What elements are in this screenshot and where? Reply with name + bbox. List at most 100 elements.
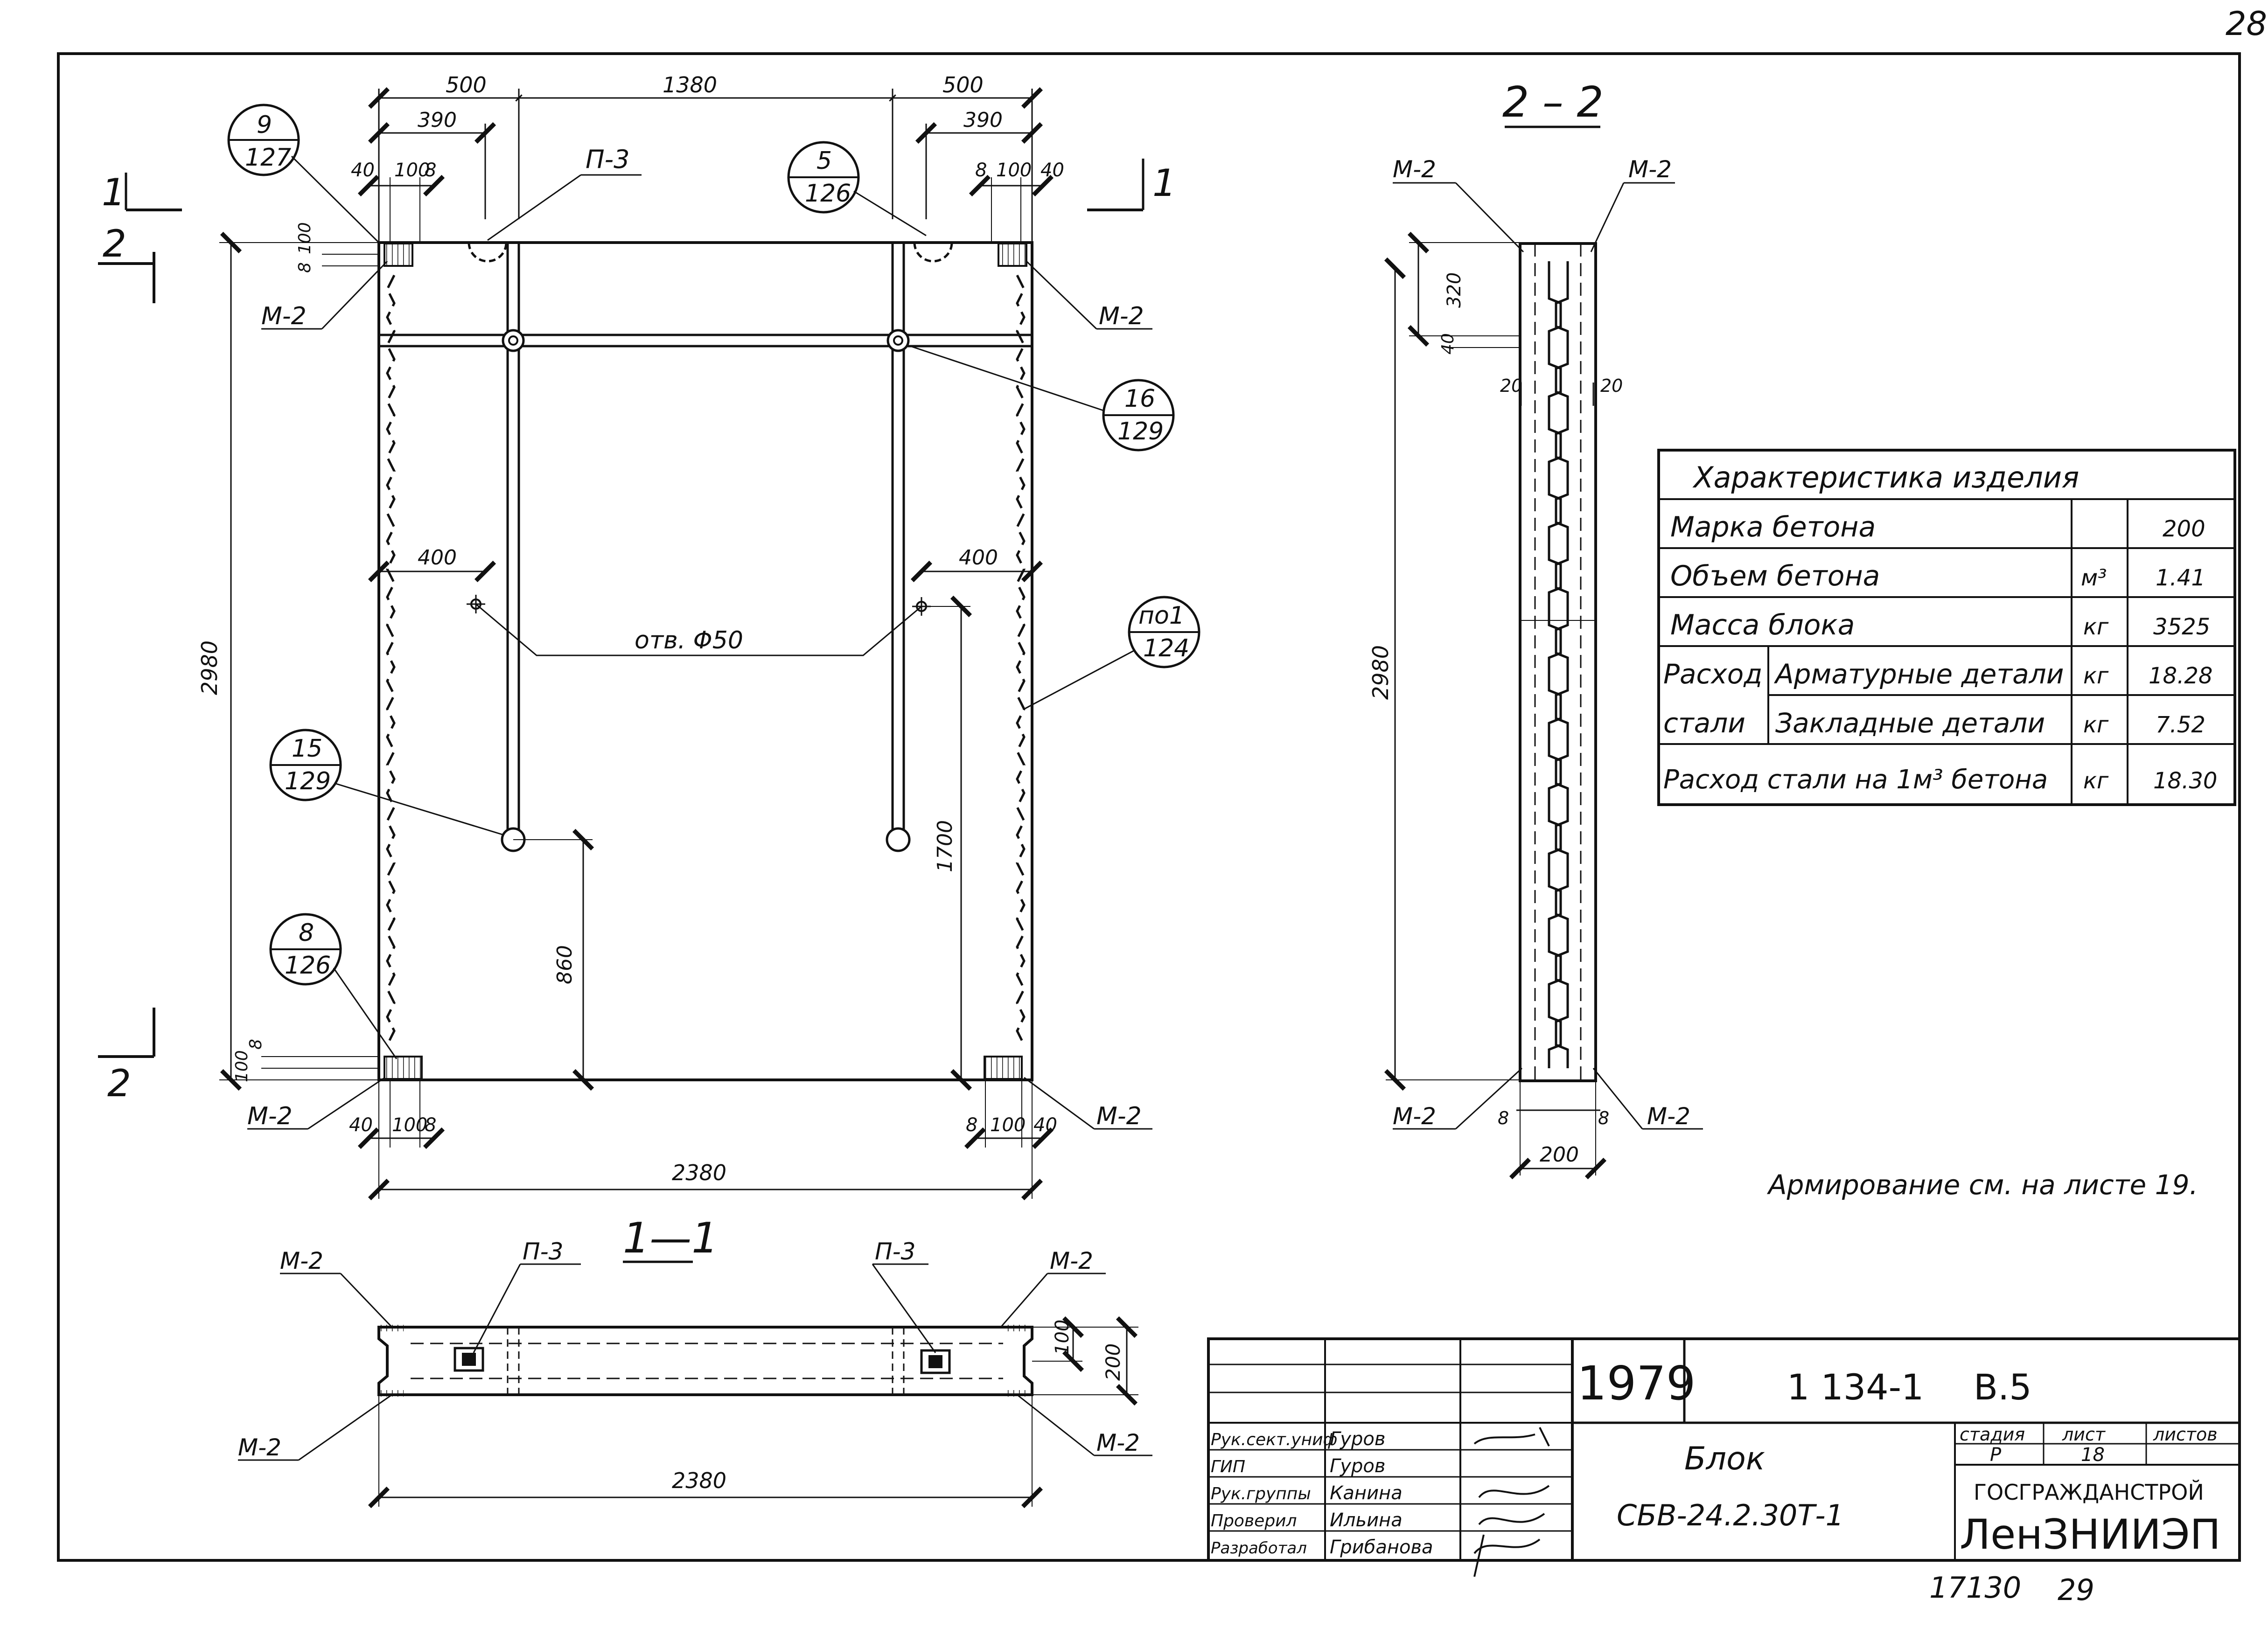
dim-height: 2980: [197, 640, 222, 695]
svg-text:124: 124: [1143, 634, 1189, 662]
s22-dim-8-right: 8: [1598, 1108, 1609, 1128]
right-channel-node: [886, 329, 910, 352]
tb-product-mark: СБВ-24.2.30Т-1: [1617, 1498, 1844, 1532]
svg-text:8: 8: [299, 919, 314, 947]
ref-bubble-15-129: 15 129: [269, 729, 504, 836]
svg-text:2: 2: [103, 222, 126, 265]
dim-top-500-right: 500: [942, 72, 984, 97]
dim-400-left: 400: [418, 546, 457, 570]
svg-text:129: 129: [285, 767, 331, 795]
dim-8-br: 8: [966, 1114, 977, 1136]
s11-m2-tl: М-2: [280, 1247, 323, 1274]
signature-3: [1478, 1513, 1545, 1525]
dim-top-500-left: 500: [446, 72, 487, 97]
spec-row-3-group: Расход: [1663, 658, 1762, 690]
sheet-border: [57, 52, 2241, 1562]
hole-leader: [475, 603, 922, 656]
svg-text:126: 126: [285, 952, 331, 980]
embedded-plate-tr: [998, 243, 1027, 267]
ref-bubble-1-124: по1 124: [1024, 596, 1200, 710]
s22-dim-height: 2980: [1368, 645, 1393, 700]
label-m2-bl: М-2: [247, 1102, 293, 1130]
s22-dim-20-right: 20: [1600, 376, 1623, 396]
tb-series: 1 134-1: [1787, 1366, 1924, 1408]
reinforcement-note: Армирование см. на листе 19.: [1766, 1169, 2198, 1201]
spec-row-2-unit: кг: [2083, 614, 2109, 640]
tb-sheet: 18: [2081, 1444, 2105, 1466]
left-channel-node: [502, 329, 525, 352]
tb-year: 1979: [1577, 1356, 1696, 1411]
s22-dim-width: 200: [1540, 1143, 1579, 1167]
spec-row-0-name: Марка бетона: [1670, 511, 1876, 543]
dim-100-vt: 100: [295, 222, 314, 254]
tb-role-3: Проверил: [1211, 1511, 1297, 1531]
section-mark-2-bottom: 2: [98, 1008, 155, 1105]
spec-row-2-value: 3525: [2153, 614, 2210, 640]
section-11-loop-left: [454, 1347, 484, 1372]
left-key-edge: [386, 274, 396, 1046]
svg-text:1: 1: [1152, 161, 1176, 205]
s22-dim-20-left: 20: [1500, 376, 1522, 396]
svg-text:127: 127: [245, 144, 291, 172]
dim-100-vb: 100: [232, 1050, 251, 1082]
spec-row-4-value: 7.52: [2156, 712, 2205, 738]
lifting-loop-right: [913, 242, 953, 263]
spec-row-4-name: Закладные детали: [1775, 707, 2045, 739]
page-number: 28: [2226, 5, 2267, 43]
tb-sheets-label: листов: [2153, 1424, 2218, 1445]
signature-0: [1473, 1427, 1550, 1447]
tb-role-4: Разработал: [1211, 1539, 1307, 1558]
right-channel-end: [886, 827, 911, 852]
label-p3: П-3: [586, 145, 629, 174]
s11-p3-right: П-3: [875, 1238, 915, 1265]
s11-m2-bl: М-2: [238, 1434, 281, 1461]
spec-table: Характеристика изделия Марка бетона 200 …: [1657, 449, 2236, 806]
dim-100-br: 100: [990, 1114, 1026, 1136]
dim-width: 2380: [672, 1160, 726, 1185]
label-m2-br: М-2: [1096, 1102, 1142, 1130]
s22-m2-br: М-2: [1647, 1103, 1690, 1130]
dim-8-vt: 8: [295, 262, 314, 273]
dim-400-right: 400: [959, 546, 998, 570]
tb-role-2: Рук.группы: [1211, 1484, 1311, 1503]
section-22-outline: [1519, 242, 1597, 1082]
spec-row-0-value: 200: [2163, 516, 2205, 542]
spec-row-3-name: Арматурные детали: [1773, 658, 2064, 690]
dim-40-bl: 40: [349, 1114, 373, 1136]
spec-row-5-name: Расход стали на 1м³ бетона: [1663, 765, 2048, 795]
footer-archive: 17130: [1929, 1571, 2021, 1605]
section-mark-1-right: 1: [1087, 159, 1176, 211]
s22-m2-tr: М-2: [1628, 156, 1672, 183]
svg-text:1: 1: [102, 171, 126, 214]
dim-8-tr: 8: [975, 160, 987, 181]
tb-org-bottom: ЛенЗНИИЭП: [1960, 1510, 2221, 1558]
section-11-title: 1—1: [623, 1214, 719, 1263]
lifting-loop-left: [468, 242, 508, 263]
dim-860: 860: [553, 945, 577, 984]
spec-row-4-group: стали: [1663, 707, 1745, 739]
s22-dim-40: 40: [1438, 333, 1458, 355]
dim-40-tr: 40: [1040, 160, 1064, 181]
hole-label: отв. Φ50: [635, 626, 743, 654]
dim-40-tl: 40: [351, 160, 375, 181]
svg-text:2: 2: [107, 1062, 131, 1105]
embedded-plate-bl: [384, 1056, 423, 1080]
s22-m2-bl: М-2: [1393, 1103, 1436, 1130]
tb-name-3: Ильина: [1330, 1510, 1403, 1531]
svg-text:5: 5: [816, 147, 832, 175]
title-block: 1979 1 134-1 В.5 Рук.сект.униф Гуров ГИП…: [1207, 1337, 2241, 1577]
tb-name-4: Грибанова: [1330, 1537, 1433, 1558]
block-outline: [377, 241, 1033, 1081]
svg-text:15: 15: [292, 735, 322, 763]
section-2-2: 2 – 2 320 40 20 20 2980 200 8 8 М-2 М-2: [1368, 78, 1703, 1180]
footer-page: 29: [2058, 1573, 2094, 1607]
spec-row-5-unit: кг: [2083, 768, 2109, 794]
right-channel-node-inner: [893, 335, 903, 346]
s11-dim-200: 200: [1102, 1343, 1124, 1381]
tb-name-0: Гуров: [1330, 1428, 1385, 1450]
embedded-plate-br: [984, 1056, 1023, 1080]
s11-p3-left: П-3: [523, 1238, 563, 1265]
signature-4: [1473, 1534, 1541, 1577]
s11-m2-tr: М-2: [1050, 1247, 1093, 1274]
